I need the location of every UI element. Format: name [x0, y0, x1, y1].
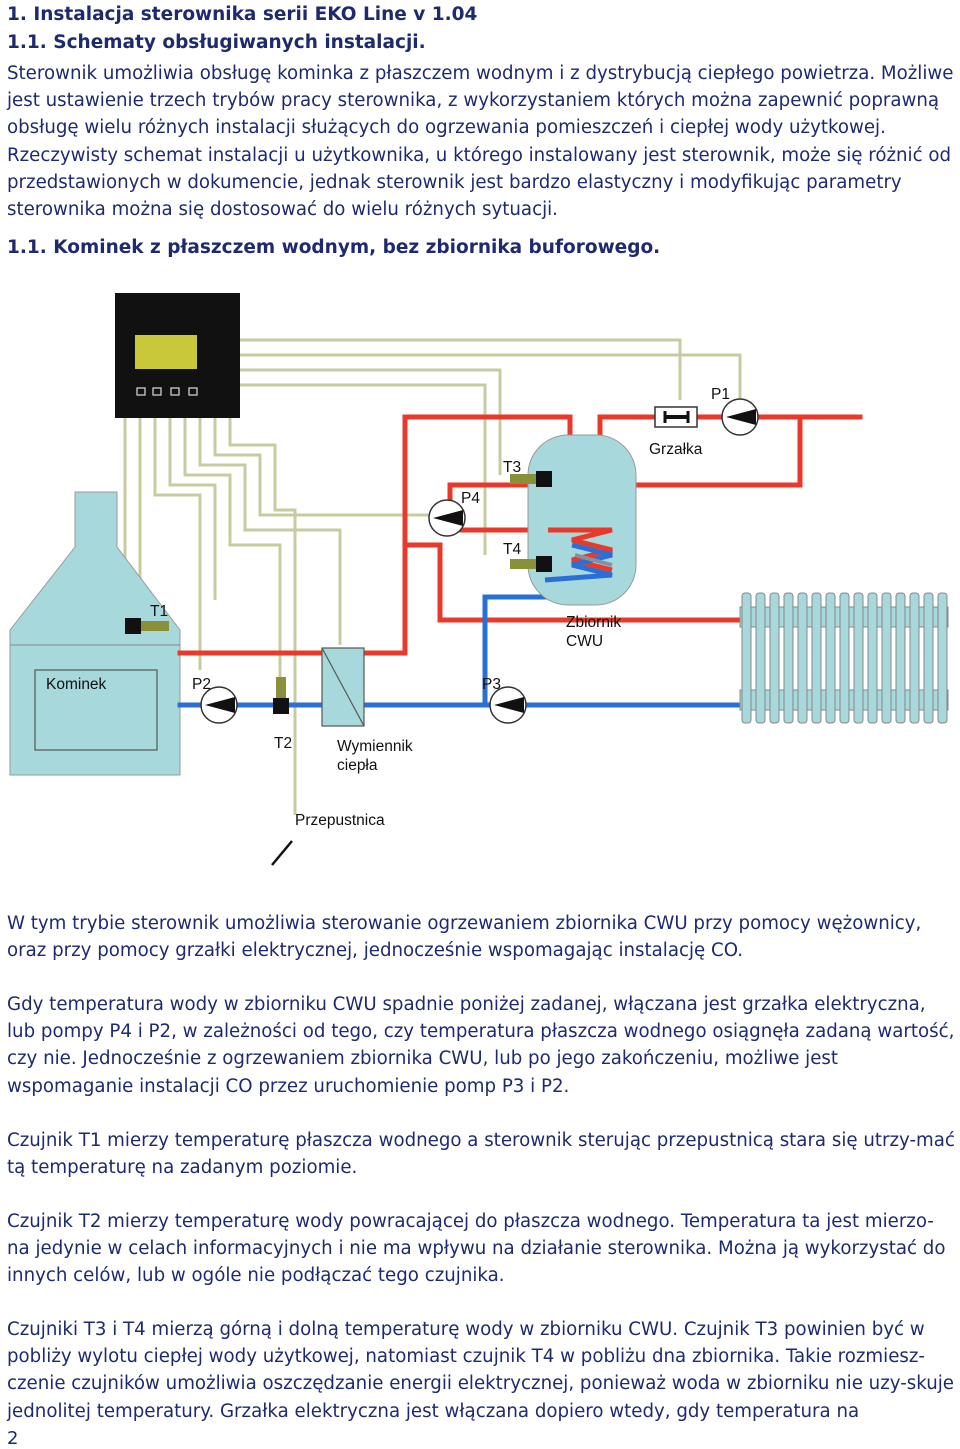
- label-p4: P4: [461, 490, 480, 507]
- control-wiring: [123, 338, 742, 815]
- sensor-t3: [510, 471, 552, 487]
- controller-key-3: [170, 387, 180, 396]
- label-zbiornik: Zbiornik: [566, 614, 621, 631]
- pump-p4: [428, 499, 466, 537]
- page-number: 2: [7, 1428, 19, 1449]
- label-t3: T3: [503, 459, 521, 476]
- paragraph-cwu-heating: Gdy temperatura wody w zbiorniku CWU spa…: [7, 994, 955, 1097]
- controller-key-2: [152, 387, 162, 396]
- cold-pipes: [177, 582, 753, 708]
- heat-coil-cold: [544, 542, 613, 583]
- label-t1: T1: [150, 603, 168, 620]
- label-p1: P1: [711, 386, 730, 403]
- label-p2: P2: [192, 676, 211, 693]
- label-grzalka: Grzałka: [649, 441, 703, 458]
- sensor-t1: [125, 618, 169, 634]
- heading-section-1: 1. Instalacja sterownika serii EKO Line …: [7, 4, 478, 25]
- controller-unit: [115, 293, 240, 418]
- label-t2: T2: [274, 735, 292, 752]
- label-kominek: Kominek: [46, 676, 107, 693]
- fireplace: [9, 491, 181, 776]
- paragraph-sensors-t3-t4: Czujniki T3 i T4 mierzą górną i dolną te…: [7, 1319, 954, 1422]
- sensor-t4: [510, 556, 552, 572]
- paragraph-sensor-t2: Czujnik T2 mierzy temperaturę wody powra…: [7, 1211, 946, 1287]
- paragraph-sensor-t1: Czujnik T1 mierzy temperaturę płaszcza w…: [7, 1130, 955, 1179]
- controller-key-4: [188, 387, 198, 396]
- damper-symbol: [271, 840, 293, 866]
- heading-section-1-1: 1.1. Schematy obsługiwanych instalacji.: [7, 32, 426, 53]
- installation-diagram-svg: Kominek T1 T2 T3 T4 P1 P2 P3 P4 Grzałka …: [9, 293, 949, 866]
- intro-paragraph: Sterownik umożliwia obsługę kominka z pł…: [7, 63, 954, 221]
- paragraph-mode-description: W tym trybie sterownik umożliwia sterowa…: [7, 913, 922, 962]
- label-t4: T4: [503, 541, 521, 558]
- controller-key-1: [136, 387, 146, 396]
- installation-diagram: Kominek T1 T2 T3 T4 P1 P2 P3 P4 Grzałka …: [0, 285, 960, 885]
- label-p3: P3: [482, 676, 501, 693]
- label-ciepla: ciepła: [337, 757, 378, 774]
- label-cwu: CWU: [566, 633, 603, 650]
- controller-display: [135, 335, 197, 369]
- sensor-t2: [273, 677, 289, 714]
- fireplace-door: [34, 669, 158, 751]
- heater-element: [654, 406, 698, 428]
- label-przepustnica: Przepustnica: [295, 812, 385, 829]
- label-wymiennik: Wymiennik: [337, 738, 413, 755]
- pump-p3: [489, 686, 527, 724]
- radiator: [739, 592, 949, 724]
- pump-p1: [721, 398, 759, 436]
- heat-exchanger: [321, 647, 365, 727]
- pump-p2: [200, 686, 238, 724]
- cwu-tank: [527, 434, 637, 606]
- heading-fireplace-scheme: 1.1. Kominek z płaszczem wodnym, bez zbi…: [7, 237, 661, 258]
